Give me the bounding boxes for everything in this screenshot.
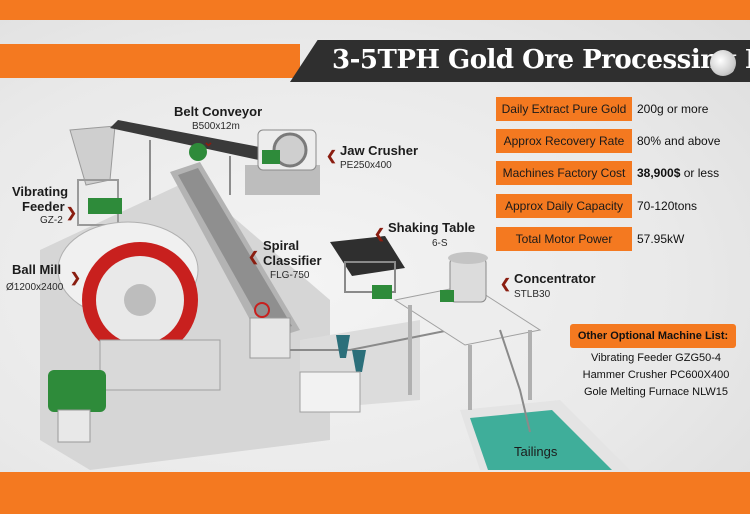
top-accent-bar <box>0 0 750 20</box>
shaking-table-deck <box>330 236 405 276</box>
vibrating-feeder-label-line2: Feeder <box>22 199 65 214</box>
shaking-table-motor <box>372 285 392 299</box>
chevron-left-icon: ❮ <box>326 148 337 163</box>
ball-mill-label: Ball Mill <box>12 262 62 277</box>
chevron-left-icon: ❮ <box>374 226 385 241</box>
title-banner <box>290 40 750 82</box>
ball-mill-model: Ø1200x2400 <box>6 282 64 293</box>
concentrator-model: STLB30 <box>514 289 551 300</box>
toggle-dot-icon <box>710 50 736 76</box>
shaking-table-model: 6-S <box>432 238 448 249</box>
vibrating-feeder-label-line1: Vibrating <box>12 184 69 199</box>
concentrator-top <box>448 252 488 264</box>
ball-mill-reducer <box>57 409 91 443</box>
spiral-classifier-label-line1: Spiral <box>263 238 300 253</box>
spec-value-factory-cost-amount: 38,900$ <box>637 166 681 180</box>
title-accent-stripe <box>0 44 300 78</box>
ball-mill-base <box>99 339 221 391</box>
spec-value-daily-capacity: 70-120tons <box>637 199 698 213</box>
spiral-classifier-screw <box>178 168 292 335</box>
vibrating-feeder-body <box>88 198 122 214</box>
jaw-crusher-model: PE250x400 <box>340 160 392 171</box>
classifier-handwheel <box>254 302 270 318</box>
optional-list-title: Other Optional Machine List: <box>570 324 736 348</box>
shaking-table-label: Shaking Table <box>388 220 476 235</box>
optional-item: Gole Melting Furnace NLW15 <box>583 386 729 398</box>
spec-label-motor-power: Total Motor Power <box>496 227 632 251</box>
belt-conveyor-label: Belt Conveyor <box>174 104 263 119</box>
vibrating-feeder-model: GZ-2 <box>40 215 63 226</box>
page-title: 3-5TPH Gold Ore Processing Plant <box>332 45 750 75</box>
concentrator-motor <box>440 290 454 302</box>
bottom-accent-bar <box>0 472 750 514</box>
chevron-down-icon: ⌄ <box>203 134 214 149</box>
spec-value-motor-power: 57.95kW <box>637 232 685 246</box>
jaw-crusher-label: Jaw Crusher <box>340 143 419 158</box>
shaking-table-frame <box>344 261 396 293</box>
belt-conveyor-model: B500x12m <box>192 121 240 132</box>
jaw-crusher-motor <box>262 150 280 164</box>
spec-label-recovery-rate: Approx Recovery Rate <box>496 129 632 153</box>
spiral-classifier-label-line2: Classifier <box>263 253 322 268</box>
concentrator-label: Concentrator <box>514 271 596 286</box>
chevron-right-icon: ❯ <box>70 270 81 285</box>
chevron-left-icon: ❮ <box>248 249 259 264</box>
tailings-label: Tailings <box>514 444 558 459</box>
chevron-left-icon: ❮ <box>500 276 511 291</box>
classifier-gearbox <box>249 317 291 359</box>
belt-conveyor <box>110 120 275 162</box>
spec-value-pure-gold: 200g or more <box>637 102 709 116</box>
sump-tank <box>299 371 361 413</box>
pump-2 <box>352 350 366 372</box>
spec-label-factory-cost: Machines Factory Cost <box>496 161 632 185</box>
ball-mill-hub <box>124 284 156 316</box>
spec-label-pure-gold: Daily Extract Pure Gold <box>496 97 632 121</box>
ball-mill-motor <box>48 370 106 412</box>
feed-hopper <box>69 125 116 186</box>
concentrator-body <box>449 257 487 303</box>
pump-1 <box>336 335 350 358</box>
optional-item: Vibrating Feeder GZG50-4 <box>590 352 722 364</box>
chevron-right-icon: ❯ <box>66 205 77 220</box>
tailings-pond <box>470 410 612 470</box>
spiral-classifier-model: FLG-750 <box>270 270 310 281</box>
spec-value-factory-cost-suffix: or less <box>680 166 720 180</box>
optional-item: Hammer Crusher PC600X400 <box>582 369 730 381</box>
conveyor-motor <box>189 143 207 161</box>
tailings-pipe <box>499 329 531 433</box>
spec-label-daily-capacity: Approx Daily Capacity <box>496 194 632 218</box>
spec-value-factory-cost: 38,900$ or less <box>637 161 719 185</box>
spec-value-recovery-rate: 80% and above <box>637 134 721 148</box>
